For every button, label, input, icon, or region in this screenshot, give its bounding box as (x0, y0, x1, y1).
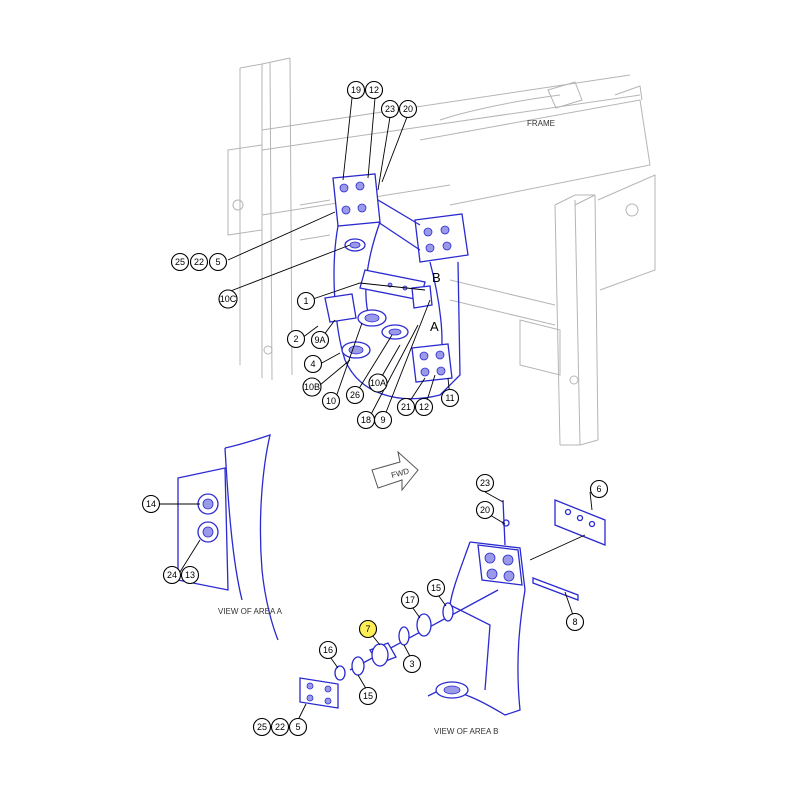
svg-text:18: 18 (361, 415, 371, 425)
fwd-arrow: FWD (371, 450, 419, 492)
svg-text:10C: 10C (220, 294, 237, 304)
svg-text:11: 11 (445, 393, 454, 403)
callout-3: 3 (402, 654, 422, 674)
callout-2: 2 (286, 329, 306, 349)
svg-text:6: 6 (596, 484, 601, 494)
callout-16: 16 (318, 640, 338, 660)
svg-text:25: 25 (257, 722, 267, 732)
callout-7-highlighted[interactable]: 7 (358, 619, 378, 639)
svg-text:9: 9 (380, 415, 385, 425)
svg-text:7: 7 (365, 624, 370, 634)
svg-text:13: 13 (185, 570, 195, 580)
svg-text:5: 5 (215, 257, 220, 267)
svg-text:15: 15 (431, 583, 441, 593)
callout-15-upper: 15 (426, 578, 446, 598)
svg-text:21: 21 (401, 402, 411, 412)
svg-text:17: 17 (405, 595, 415, 605)
view-area-b (299, 499, 606, 716)
callout-21: 21 (396, 397, 416, 417)
callout-24: 24 (162, 565, 182, 585)
svg-text:24: 24 (167, 570, 177, 580)
svg-text:8: 8 (572, 617, 577, 627)
svg-text:9A: 9A (314, 335, 325, 345)
svg-text:5: 5 (295, 722, 300, 732)
svg-text:10A: 10A (370, 378, 386, 388)
frame-label: FRAME (527, 119, 555, 128)
svg-text:4: 4 (310, 359, 315, 369)
callout-26: 26 (345, 385, 365, 405)
svg-text:16: 16 (323, 645, 333, 655)
callout-25-top: 25 (170, 252, 190, 272)
svg-text:12: 12 (369, 85, 379, 95)
svg-text:2: 2 (293, 334, 298, 344)
callout-20-bottom: 20 (475, 500, 495, 520)
callout-15-lower: 15 (358, 686, 378, 706)
svg-text:26: 26 (350, 390, 360, 400)
callout-10: 10 (321, 391, 341, 411)
svg-text:1: 1 (303, 296, 308, 306)
callout-12-mid: 12 (414, 397, 434, 417)
area-b-letter: B (432, 270, 441, 285)
svg-text:22: 22 (275, 722, 285, 732)
callout-1: 1 (296, 291, 316, 311)
callout-12-top: 12 (364, 80, 384, 100)
callout-5-bottom: 5 (288, 717, 308, 737)
callout-10b: 10B (302, 377, 322, 397)
area-a-letter: A (430, 319, 439, 334)
callout-8: 8 (565, 612, 585, 632)
view-area-b-label: VIEW OF AREA B (434, 727, 498, 736)
callout-23-top: 23 (380, 99, 400, 119)
svg-text:20: 20 (480, 505, 490, 515)
callout-9: 9 (373, 410, 393, 430)
svg-text:3: 3 (409, 659, 414, 669)
callout-18: 18 (356, 410, 376, 430)
svg-text:25: 25 (175, 257, 185, 267)
callout-22-top: 22 (189, 252, 209, 272)
svg-text:10: 10 (326, 396, 336, 406)
svg-text:10B: 10B (304, 382, 320, 392)
leader-lines (160, 97, 593, 725)
svg-text:23: 23 (385, 104, 395, 114)
callout-4: 4 (303, 354, 323, 374)
callout-5-top: 5 (208, 252, 228, 272)
callout-22-bottom: 22 (270, 717, 290, 737)
callout-13: 13 (180, 565, 200, 585)
svg-text:22: 22 (194, 257, 204, 267)
callout-23-bottom: 23 (475, 473, 495, 493)
svg-text:14: 14 (146, 499, 156, 509)
main-assembly (324, 173, 469, 400)
svg-text:23: 23 (480, 478, 490, 488)
callout-19: 19 (346, 80, 366, 100)
frame-structure (227, 57, 656, 446)
view-area-a (177, 434, 279, 641)
callout-11: 11 (440, 388, 460, 408)
callout-25-bottom: 25 (252, 717, 272, 737)
callout-20-top: 20 (398, 99, 418, 119)
callout-10c: 10C (218, 289, 238, 309)
svg-text:15: 15 (363, 691, 373, 701)
view-area-a-label: VIEW OF AREA A (218, 607, 283, 616)
callout-6: 6 (589, 479, 609, 499)
callout-9a: 9A (310, 330, 330, 350)
callout-10a: 10A (368, 373, 388, 393)
callout-17: 17 (400, 590, 420, 610)
svg-text:20: 20 (403, 104, 413, 114)
svg-text:19: 19 (351, 85, 361, 95)
svg-text:12: 12 (419, 402, 429, 412)
callout-14: 14 (141, 494, 161, 514)
